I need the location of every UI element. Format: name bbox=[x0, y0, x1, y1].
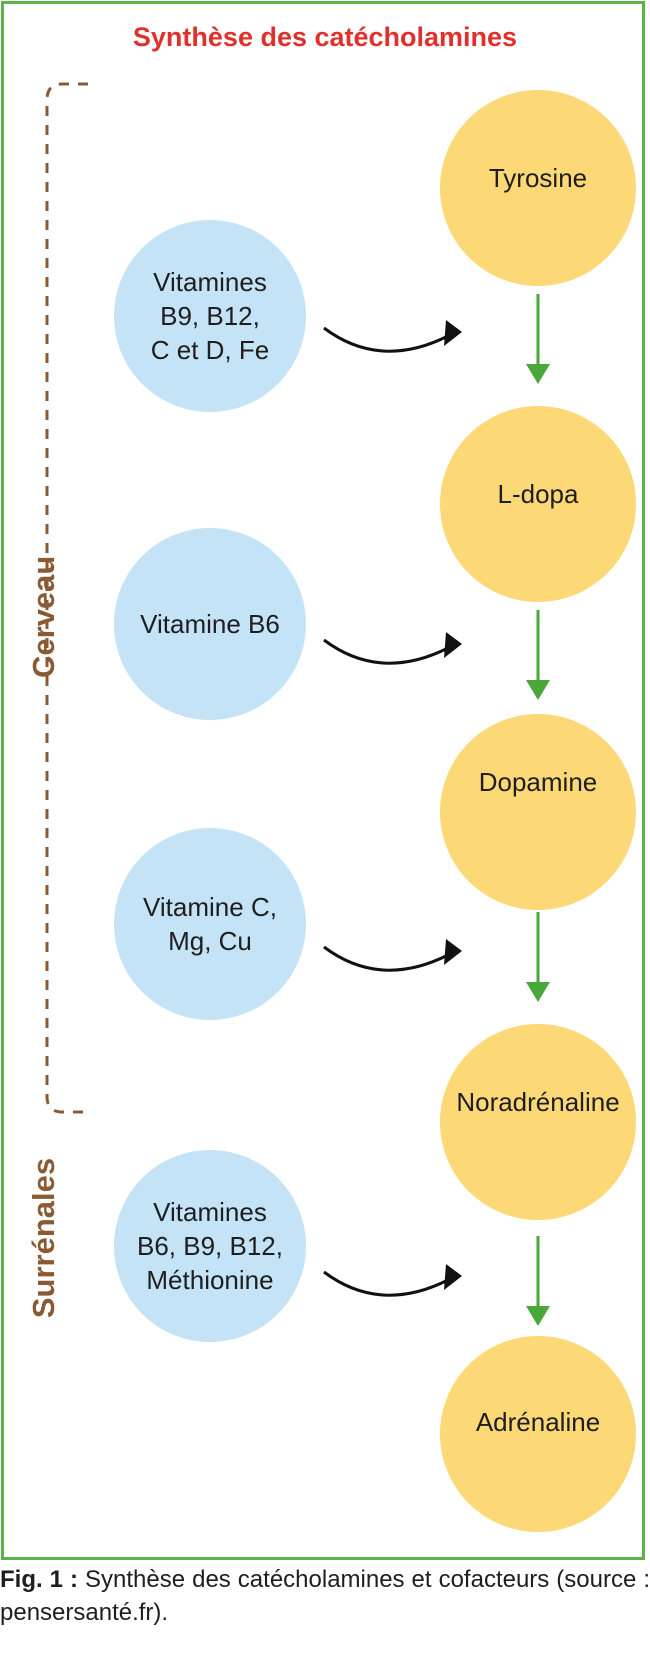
substrate-label: Dopamine bbox=[478, 767, 598, 797]
figure-caption: Fig. 1 : Synthèse des catécholamines et … bbox=[0, 1563, 650, 1629]
cofactor-b6: Vitamine B6 bbox=[114, 528, 306, 720]
cofactor-arrow-4-head bbox=[444, 1264, 462, 1290]
substrate-label: Noradrénaline bbox=[456, 1087, 620, 1117]
cofactor-line: Vitamine C, bbox=[143, 892, 277, 922]
cofactor-line: B6, B9, B12, bbox=[137, 1231, 283, 1261]
substrate-tyrosine: Tyrosine bbox=[440, 90, 636, 286]
cofactor-arrow-3 bbox=[323, 945, 449, 972]
cofactor-arrow-4 bbox=[323, 1270, 449, 1297]
caption-label: Fig. 1 : bbox=[0, 1566, 79, 1593]
cofactor-arrow-2 bbox=[323, 638, 449, 665]
pathway-arrow-1-head bbox=[526, 364, 550, 384]
substrate-adrenaline: Adrénaline bbox=[440, 1336, 636, 1532]
brain-label: Cerveau bbox=[26, 555, 61, 678]
cofactor-arrow-1-head bbox=[444, 320, 462, 346]
cofactor-arrow-3-head bbox=[444, 939, 462, 965]
pathway-arrow-2-head bbox=[526, 680, 550, 700]
substrate-label: Tyrosine bbox=[488, 163, 588, 193]
brain-bracket bbox=[45, 82, 88, 1114]
pathway-arrow-3-head bbox=[526, 982, 550, 1002]
substrate-dopamine: Dopamine bbox=[440, 714, 636, 910]
cofactor-line: Vitamines bbox=[153, 267, 267, 297]
cofactor-b6-b9-b12-methionine: Vitamines B6, B9, B12, Méthionine bbox=[114, 1150, 306, 1342]
cofactor-arrow-1 bbox=[323, 326, 449, 353]
substrate-label: Adrénaline bbox=[475, 1407, 601, 1437]
cofactor-line: C et D, Fe bbox=[150, 335, 270, 365]
figure-frame bbox=[1, 1, 645, 1560]
pathway-arrows bbox=[526, 294, 550, 1326]
cofactor-b9-b12-c-d-fe: Vitamines B9, B12, C et D, Fe bbox=[114, 220, 306, 412]
cofactor-line: Méthionine bbox=[146, 1265, 274, 1295]
cofactor-line: Vitamine B6 bbox=[140, 609, 280, 639]
cofactor-c-mg-cu: Vitamine C, Mg, Cu bbox=[114, 828, 306, 1020]
cofactor-line: B9, B12, bbox=[160, 301, 260, 331]
substrate-noradrenaline: Noradrénaline bbox=[440, 1024, 636, 1220]
adrenal-label: Surrénales bbox=[26, 1157, 61, 1319]
cofactor-arrows bbox=[323, 320, 462, 1297]
substrate-label: L-dopa bbox=[497, 479, 579, 509]
substrate-l-dopa: L-dopa bbox=[440, 406, 636, 602]
pathway-arrow-4-head bbox=[526, 1306, 550, 1326]
cofactor-arrow-2-head bbox=[444, 632, 462, 658]
cofactor-line: Vitamines bbox=[153, 1197, 267, 1227]
caption-text: Synthèse des catécholamines et cofacteur… bbox=[0, 1566, 650, 1626]
diagram-title: Synthèse des catécholamines bbox=[132, 22, 518, 52]
cofactor-line: Mg, Cu bbox=[168, 926, 252, 956]
